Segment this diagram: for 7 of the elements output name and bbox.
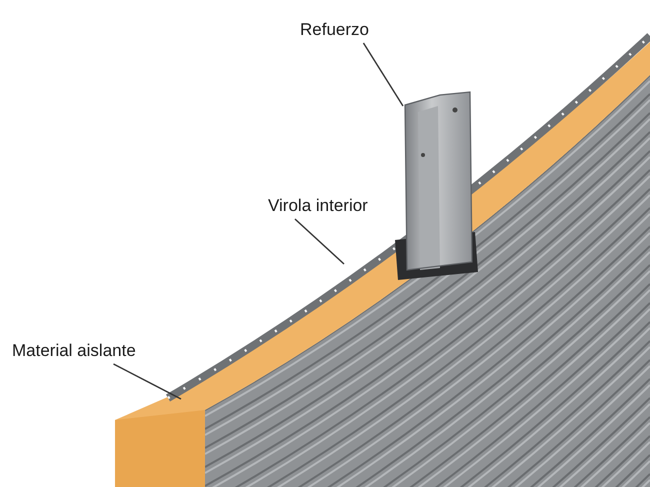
part-label: Material aislante	[12, 341, 136, 361]
part-label: Refuerzo	[300, 20, 369, 40]
part-label: Virola interior	[268, 196, 368, 216]
leader-line	[113, 363, 182, 400]
reinforcement-drawing	[395, 91, 478, 280]
leader-line	[362, 42, 404, 106]
leader-line	[294, 218, 344, 265]
